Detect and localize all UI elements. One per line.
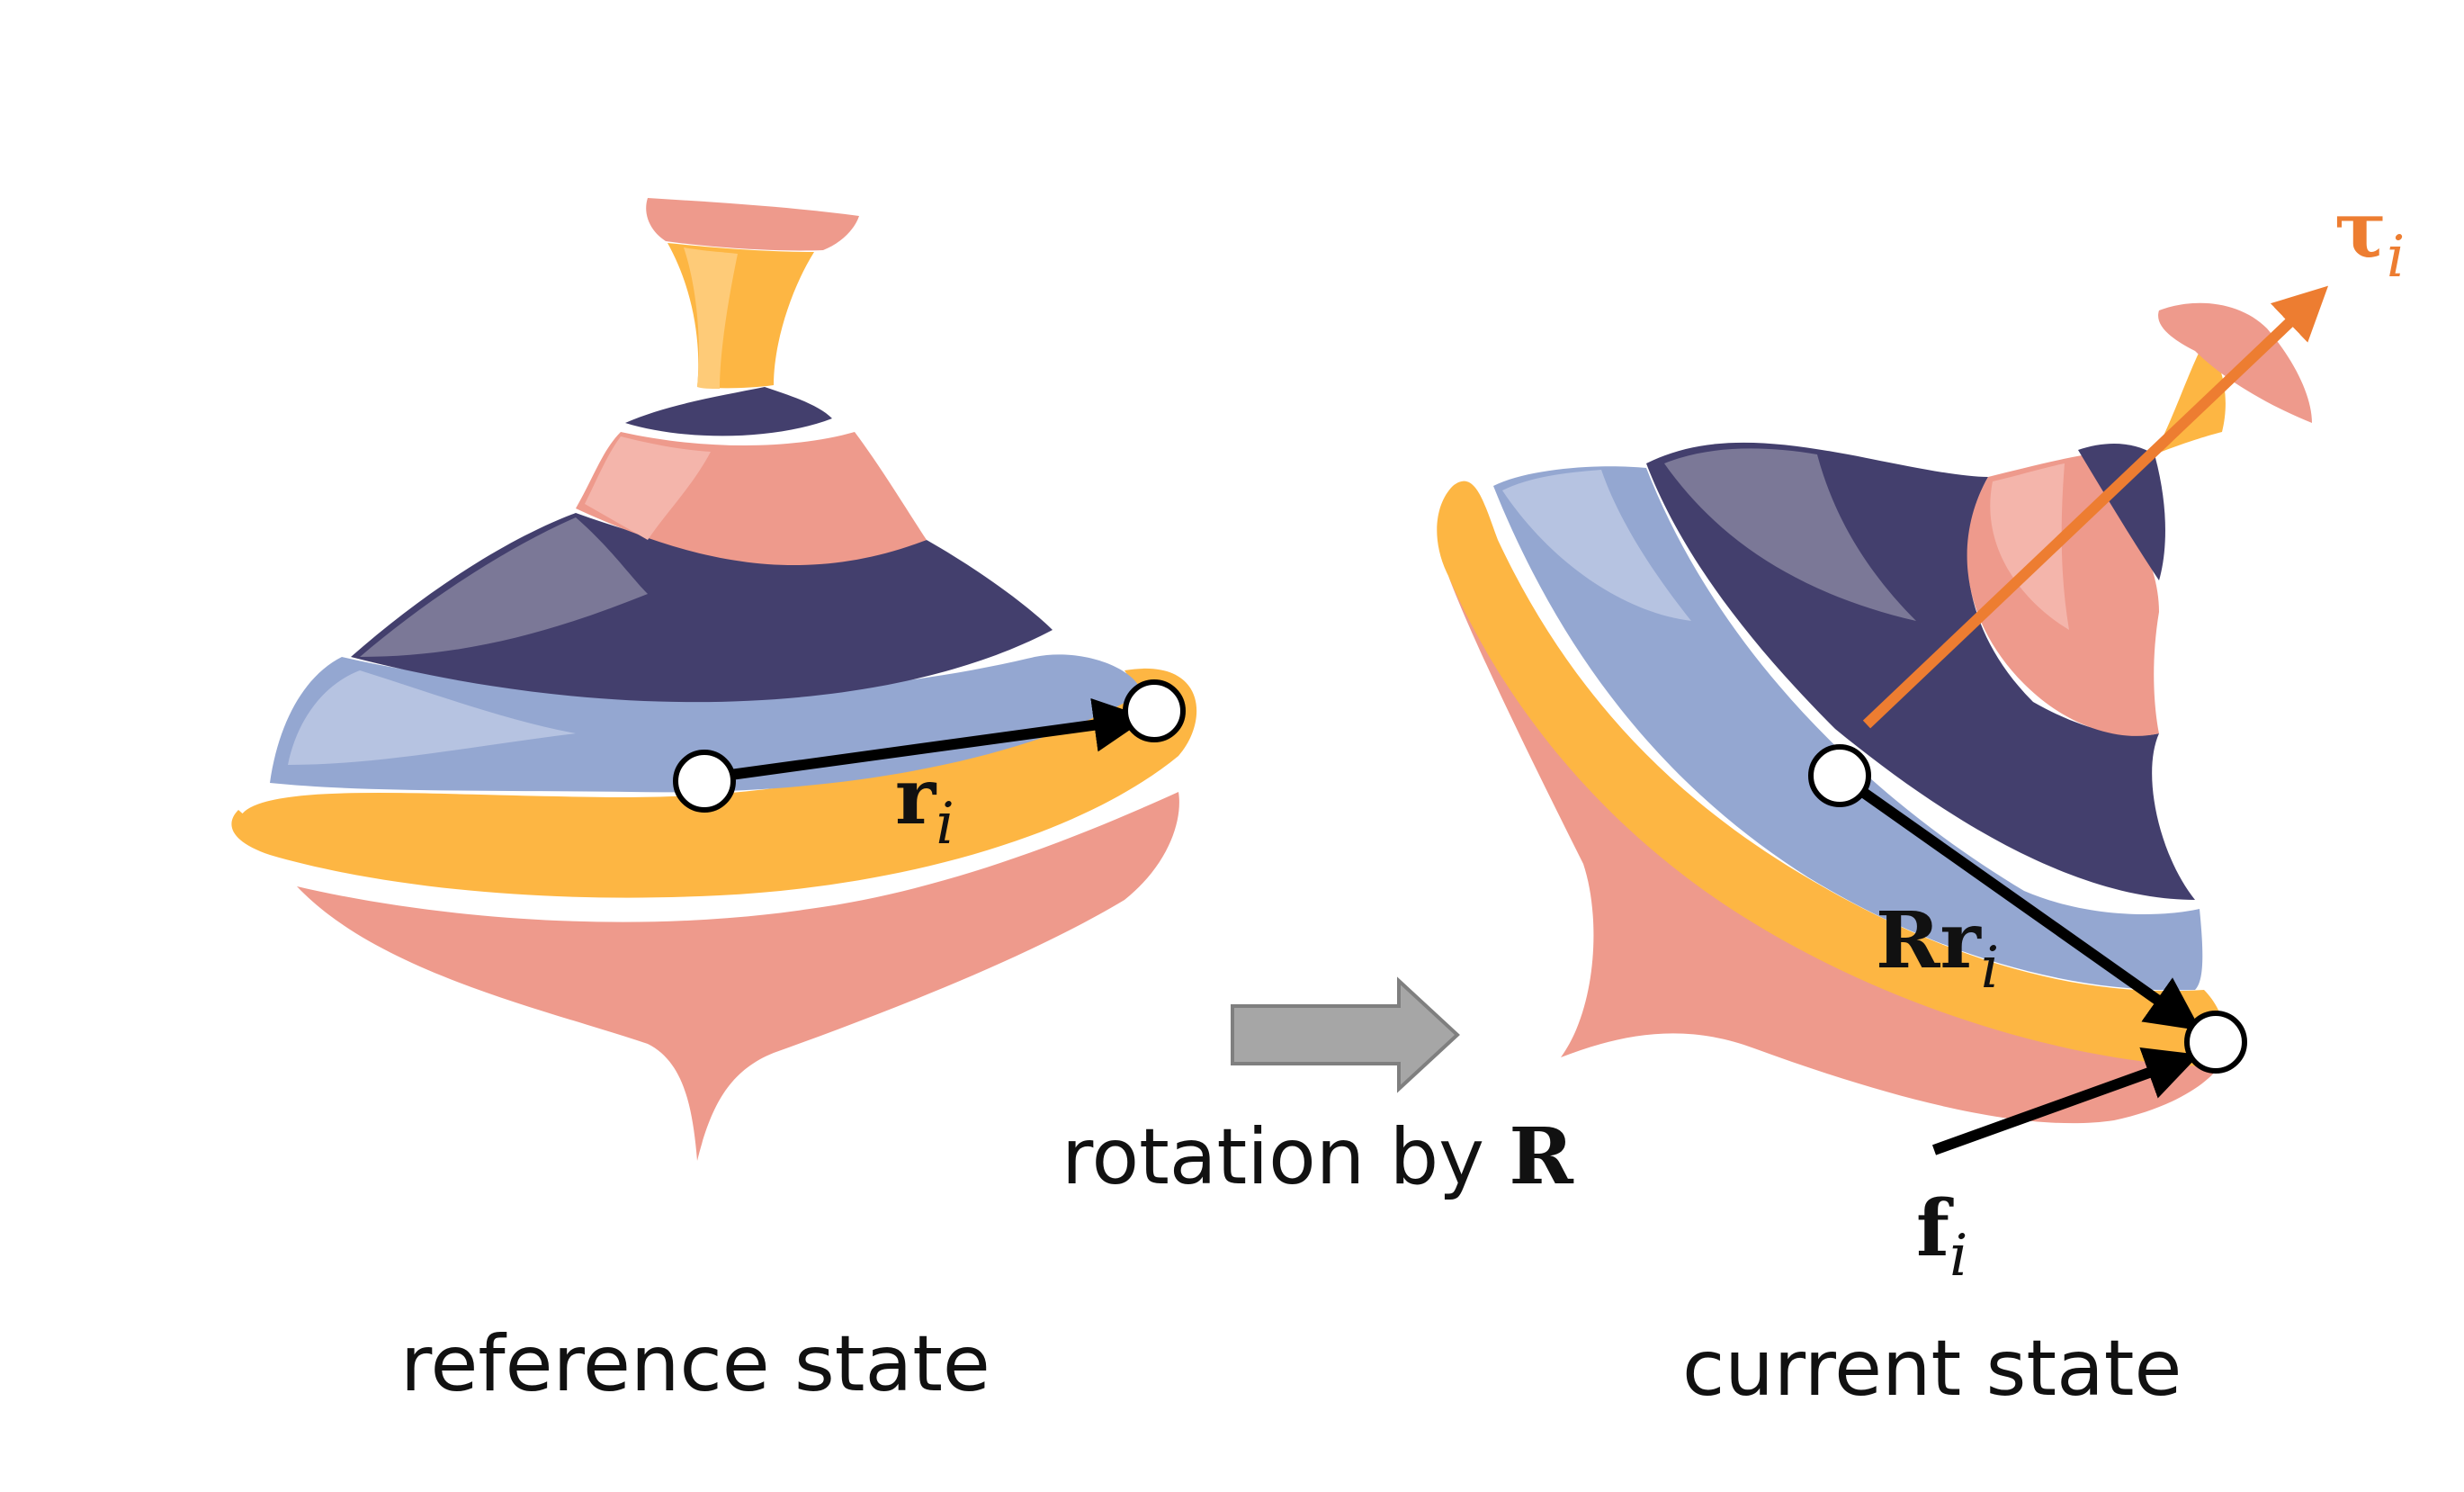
f-vector: fi: [1916, 1047, 2200, 1290]
rotated-handle: [2158, 302, 2312, 423]
tau-label: τi: [2334, 184, 2405, 291]
reference-caption: reference state: [400, 1319, 990, 1409]
rotated-lower-body: [1448, 576, 2222, 1124]
reference-point-center: [673, 750, 736, 813]
tau-vector: τi: [1862, 184, 2405, 729]
reference-point-surface: [1123, 679, 1186, 742]
top-blue-band: [270, 654, 1142, 793]
reference-top: [231, 198, 1197, 1161]
rotated-neck-gold: [2155, 342, 2226, 454]
rotation-caption: rotation by R: [1062, 1111, 1573, 1202]
Rr-vector: Rri: [1836, 771, 2201, 1031]
Rr-label: Rri: [1876, 895, 1999, 1002]
f-label: fi: [1916, 1183, 1967, 1290]
r-label: ri: [895, 751, 954, 858]
r-vector: ri: [673, 679, 1186, 858]
current-caption: current state: [1682, 1324, 2182, 1414]
top-lower-body: [297, 792, 1179, 1161]
current-point-center: [1808, 744, 1871, 807]
top-handle: [646, 198, 859, 251]
rotated-neck-navy: [2078, 444, 2165, 580]
rotation-arrow: [1231, 976, 1460, 1093]
top-gold-ring: [231, 668, 1197, 898]
top-neck-navy: [625, 387, 832, 436]
current-point-surface: [2184, 1011, 2247, 1074]
